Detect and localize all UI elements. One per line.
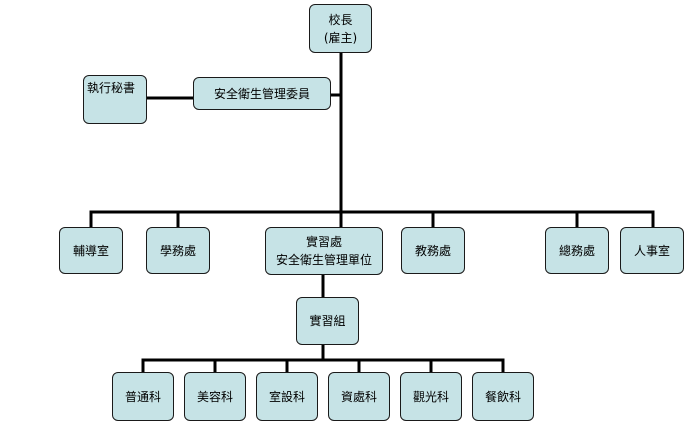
- practice-group-label: 實習組: [309, 314, 346, 328]
- principal-title: 校長: [328, 12, 353, 27]
- node-interior-design-department: 室設科: [256, 372, 318, 421]
- academic-affairs-label: 教務處: [414, 243, 451, 258]
- node-culinary-department: 餐飲科: [472, 372, 534, 421]
- node-personnel-office: 人事室: [620, 227, 684, 274]
- practice-office-subtitle: 安全衛生管理單位: [275, 253, 372, 267]
- node-counseling-office: 輔導室: [59, 227, 123, 274]
- node-principal: 校長 (雇主): [309, 4, 372, 53]
- beauty-department-label: 美容科: [196, 389, 233, 404]
- tourism-department-label: 觀光科: [412, 389, 449, 404]
- interior-design-department-label: 室設科: [268, 389, 305, 404]
- general-affairs-label: 總務處: [558, 243, 595, 258]
- node-data-processing-department: 資處科: [328, 372, 390, 421]
- node-general-department: 普通科: [112, 372, 174, 421]
- principal-subtitle: (雇主): [323, 30, 358, 45]
- counseling-office-label: 輔導室: [72, 243, 109, 258]
- personnel-office-label: 人事室: [633, 243, 670, 258]
- culinary-department-label: 餐飲科: [484, 389, 521, 404]
- practice-office-title: 實習處: [305, 235, 342, 249]
- safety-committee-label: 安全衛生管理委員: [213, 86, 310, 101]
- node-tourism-department: 觀光科: [400, 372, 462, 421]
- node-safety-committee: 安全衛生管理委員: [193, 77, 331, 110]
- node-general-affairs: 總務處: [545, 227, 609, 274]
- node-student-affairs: 學務處: [146, 227, 210, 274]
- node-executive-secretary: 執行秘書: [83, 75, 147, 124]
- node-beauty-department: 美容科: [184, 372, 246, 421]
- executive-secretary-label: 執行秘書: [87, 81, 136, 95]
- node-practice-group: 實習組: [296, 297, 359, 345]
- general-department-label: 普通科: [124, 389, 161, 404]
- node-academic-affairs: 教務處: [401, 227, 465, 274]
- student-affairs-label: 學務處: [159, 243, 196, 258]
- node-practice-office: 實習處 安全衛生管理單位: [265, 227, 383, 275]
- data-processing-department-label: 資處科: [340, 389, 377, 404]
